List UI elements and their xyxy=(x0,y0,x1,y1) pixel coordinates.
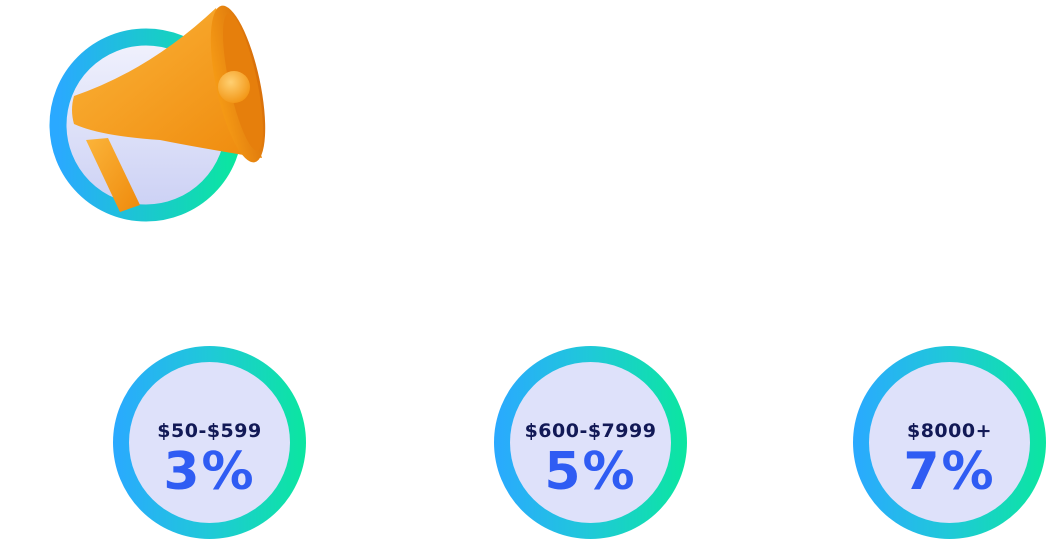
tier-range-label: $8000+ xyxy=(906,420,993,442)
tier-circle-1: $50-$599 3% xyxy=(113,346,306,539)
tier-range-label: $600-$7999 xyxy=(524,420,657,442)
megaphone-icon xyxy=(49,5,266,222)
tier-circle-inner: $600-$7999 5% xyxy=(510,362,671,523)
tier-percent-value: 7% xyxy=(903,442,996,502)
tier-circle-2: $600-$7999 5% xyxy=(494,346,687,539)
tier-percent-value: 3% xyxy=(163,442,256,502)
tier-range-label: $50-$599 xyxy=(157,420,262,442)
tier-circle-inner: $8000+ 7% xyxy=(869,362,1030,523)
tier-circle-inner: $50-$599 3% xyxy=(129,362,290,523)
tier-percent-value: 5% xyxy=(544,442,637,502)
megaphone-illustration xyxy=(40,0,280,240)
tier-circle-3: $8000+ 7% xyxy=(853,346,1046,539)
